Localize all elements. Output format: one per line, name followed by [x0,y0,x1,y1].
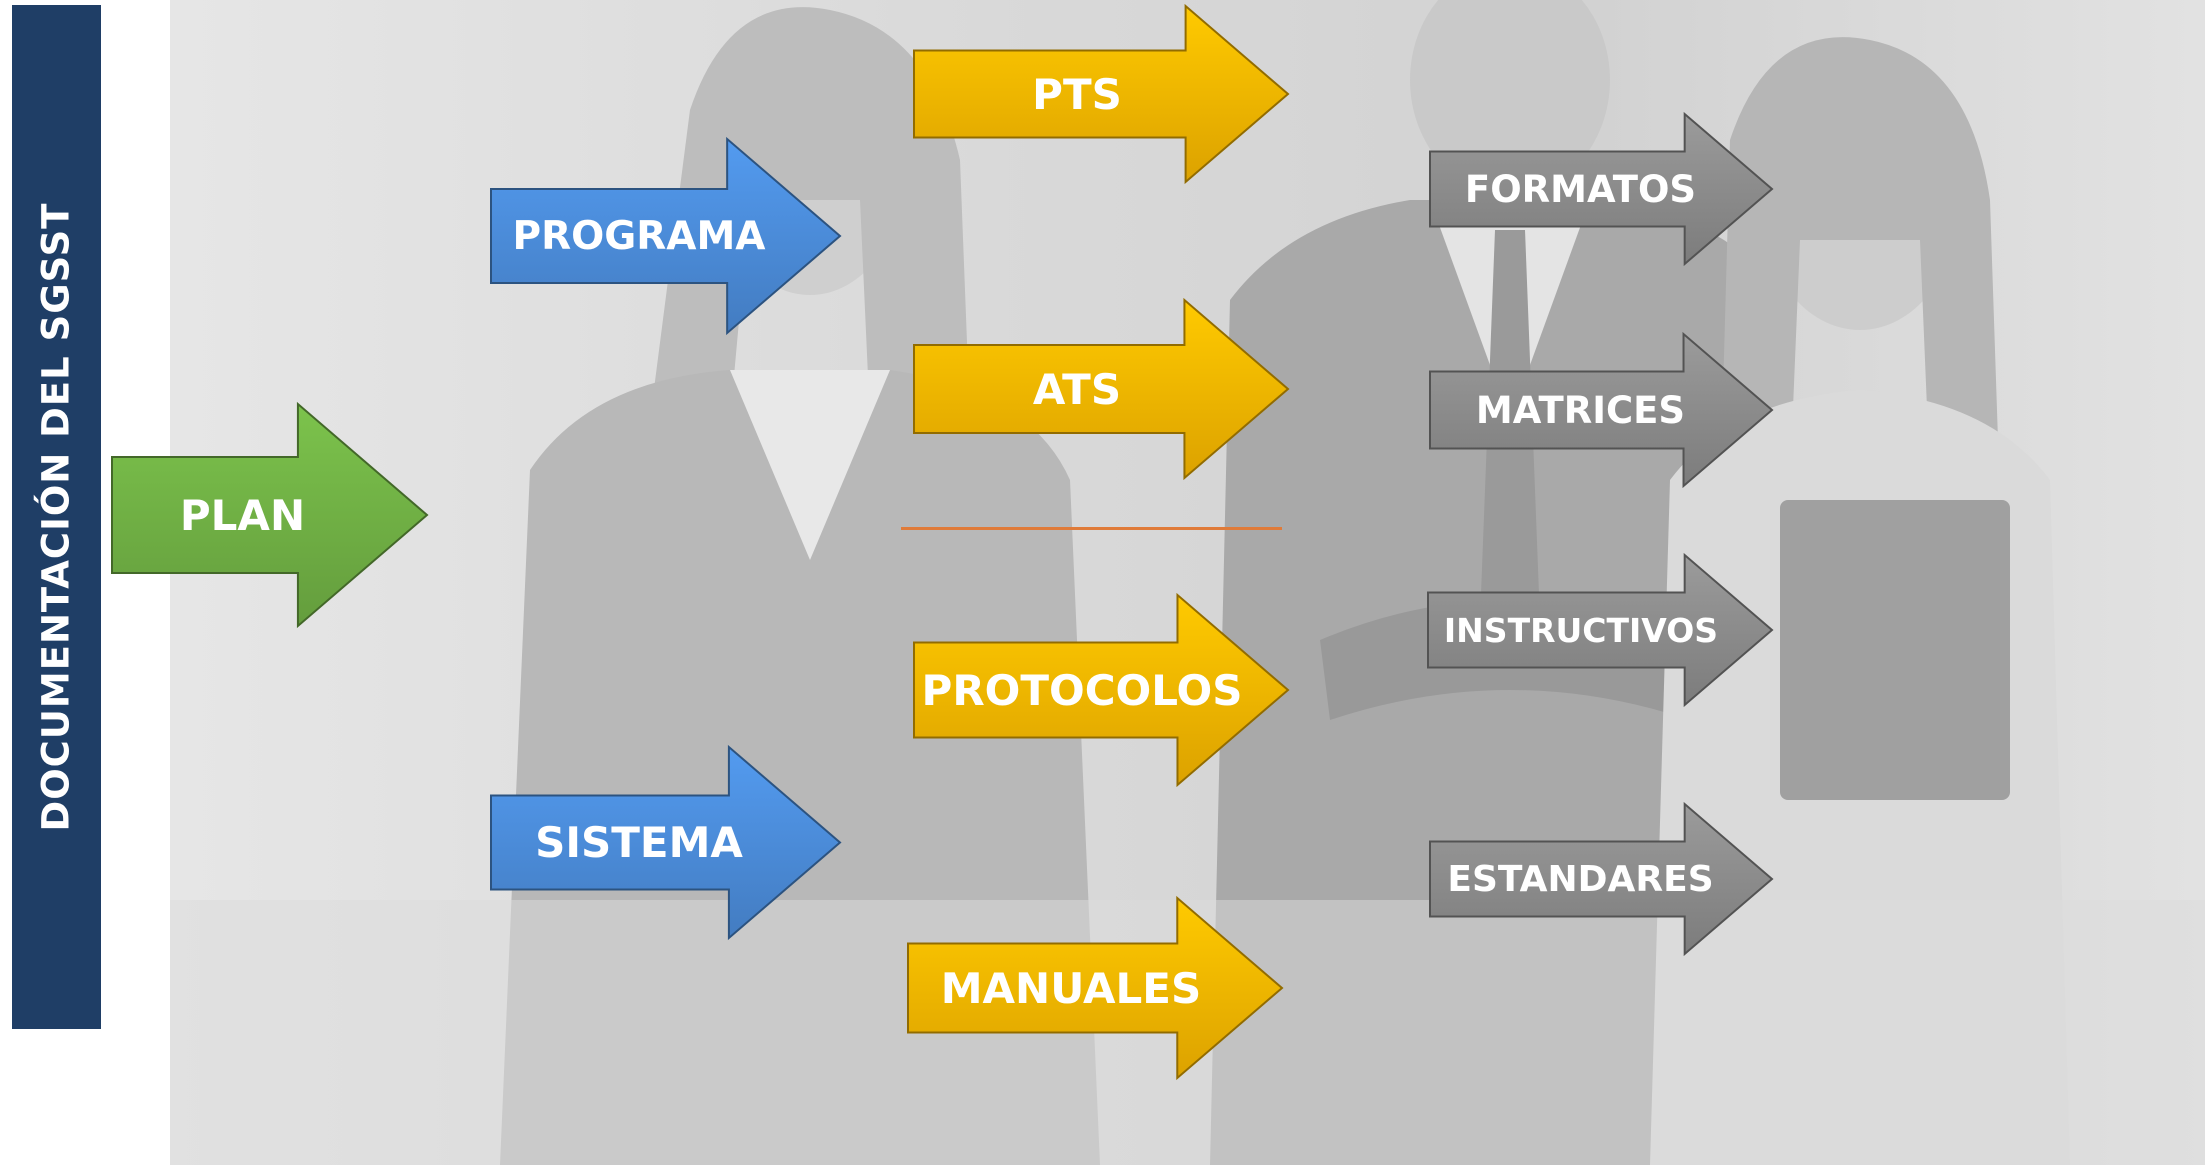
sistema-arrow [490,744,842,941]
estandares-arrow [1429,801,1774,957]
arrow-shape [1429,801,1774,957]
title-bar [12,5,101,1029]
programa-label: PROGRAMA [512,213,766,259]
arrow-shape [907,895,1284,1081]
instructivos-arrow [1427,552,1774,708]
protocolos-label: PROTOCOLOS [921,665,1243,715]
matrices-label: MATRICES [1475,388,1686,432]
sistema-label: SISTEMA [535,818,743,867]
arrow-shape [490,136,842,336]
plan-label: PLAN [179,490,306,540]
arrow-shape [1429,331,1774,489]
plan-arrow [111,401,429,629]
programa-arrow [490,136,842,336]
diagram-title: DOCUMENTACIÓN DEL SGSST [34,202,78,832]
estandares-label: ESTANDARES [1447,858,1714,900]
arrow-shape [490,744,842,941]
arrow-shape [111,401,429,629]
formatos-label: FORMATOS [1464,167,1697,211]
arrow-shape [1427,552,1774,708]
divider-line [901,527,1282,530]
manuales-arrow [907,895,1284,1081]
protocolos-arrow [913,592,1290,788]
arrow-shape [913,297,1290,481]
matrices-arrow [1429,331,1774,489]
pts-label: PTS [1032,69,1122,119]
ats-label: ATS [1032,364,1122,414]
ats-arrow [913,297,1290,481]
formatos-arrow [1429,111,1774,267]
instructivos-label: INSTRUCTIVOS [1443,610,1719,650]
arrow-shape [913,3,1290,185]
arrow-shape [913,592,1290,788]
pts-arrow [913,3,1290,185]
manuales-label: MANUALES [940,963,1202,1013]
arrow-shape [1429,111,1774,267]
